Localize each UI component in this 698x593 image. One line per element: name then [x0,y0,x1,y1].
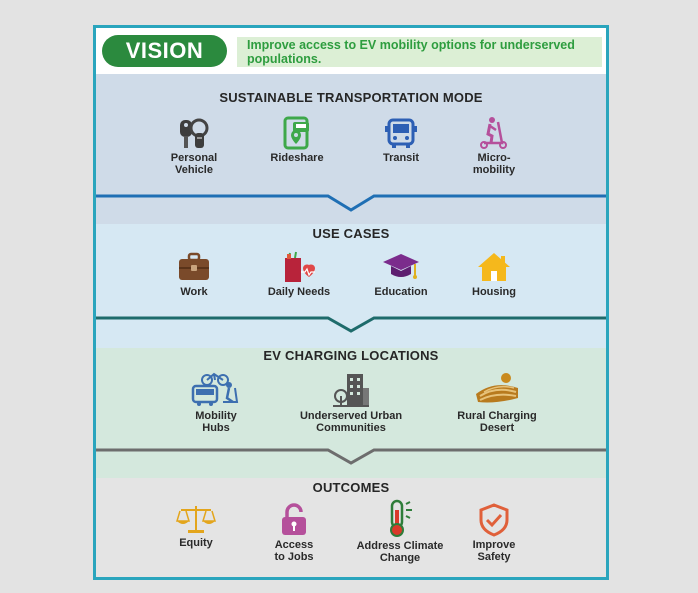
item-urban-communities: Underserved Urban Communities [286,370,416,434]
bus-icon [385,118,417,148]
item-label-personal-vehicle: Personal Vehicle [170,152,218,176]
item-improve-safety: Improve Safety [451,503,537,563]
item-label-mobility-hubs: Mobility Hubs [195,410,237,434]
scooter-icon [480,117,507,149]
item-rideshare: Rideshare [254,116,340,164]
vision-band: VISION Improve access to EV mobility opt… [96,28,606,74]
vision-label: VISION [102,35,227,67]
item-label-urban-communities: Underserved Urban Communities [299,410,403,434]
item-label-micromobility: Micro- mobility [472,152,516,176]
infographic-frame: VISION Improve access to EV mobility opt… [93,25,609,580]
section-outcomes-bg [96,478,606,577]
rideshare-phone-icon [283,116,309,150]
item-label-rideshare: Rideshare [270,152,324,164]
thermometer-icon [390,499,412,537]
item-rural-charging-desert: Rural Charging Desert [442,370,552,434]
divider-line-2 [96,316,606,333]
section-title-charging: EV CHARGING LOCATIONS [263,348,439,363]
item-label-daily-needs: Daily Needs [267,286,331,298]
briefcase-icon [179,252,209,280]
house-icon [478,253,510,281]
shield-check-icon [479,503,509,537]
item-label-transit: Transit [382,152,420,164]
section-title-outcomes: OUTCOMES [312,480,390,495]
item-label-work: Work [180,286,208,298]
item-access-to-jobs: Access to Jobs [254,503,334,563]
item-mobility-hubs: Mobility Hubs [168,370,264,434]
item-label-climate-change: Address Climate Change [356,540,444,564]
section-title-transportation: SUSTAINABLE TRANSPORTATION MODE [219,90,483,105]
section-title-use-cases: USE CASES [312,226,390,241]
rural-field-icon [476,373,518,403]
item-label-housing: Housing [472,286,516,298]
item-transit: Transit [358,116,444,164]
item-micromobility: Micro- mobility [451,116,537,176]
item-housing: Housing [451,250,537,298]
item-equity: Equity [156,503,236,549]
divider-fill-2 [96,318,606,331]
scales-icon [176,506,216,533]
vision-statement-box: Improve access to EV mobility options fo… [237,37,602,67]
divider-line-3 [96,448,606,465]
item-label-access-to-jobs: Access to Jobs [274,539,314,563]
unlocked-padlock-icon [282,503,306,535]
section-dividers [96,194,606,465]
item-personal-vehicle: Personal Vehicle [151,116,237,176]
mobility-hub-icon [191,372,239,406]
item-label-rural-charging-desert: Rural Charging Desert [457,410,537,434]
graduation-cap-icon [383,254,419,279]
car-keys-icon [180,118,209,148]
grocery-bag-icon [285,251,315,282]
item-work: Work [151,250,237,298]
divider-line-1 [96,194,606,212]
item-label-equity: Equity [179,537,213,549]
vision-statement: Improve access to EV mobility options fo… [247,38,575,66]
item-label-education: Education [374,286,428,298]
item-climate-change: Address Climate Change [348,498,452,564]
item-daily-needs: Daily Needs [254,250,344,298]
divider-chevron-1 [96,196,606,210]
item-label-improve-safety: Improve Safety [472,539,516,563]
item-education: Education [358,250,444,298]
urban-buildings-icon [333,374,369,407]
divider-fill-3 [96,450,606,463]
